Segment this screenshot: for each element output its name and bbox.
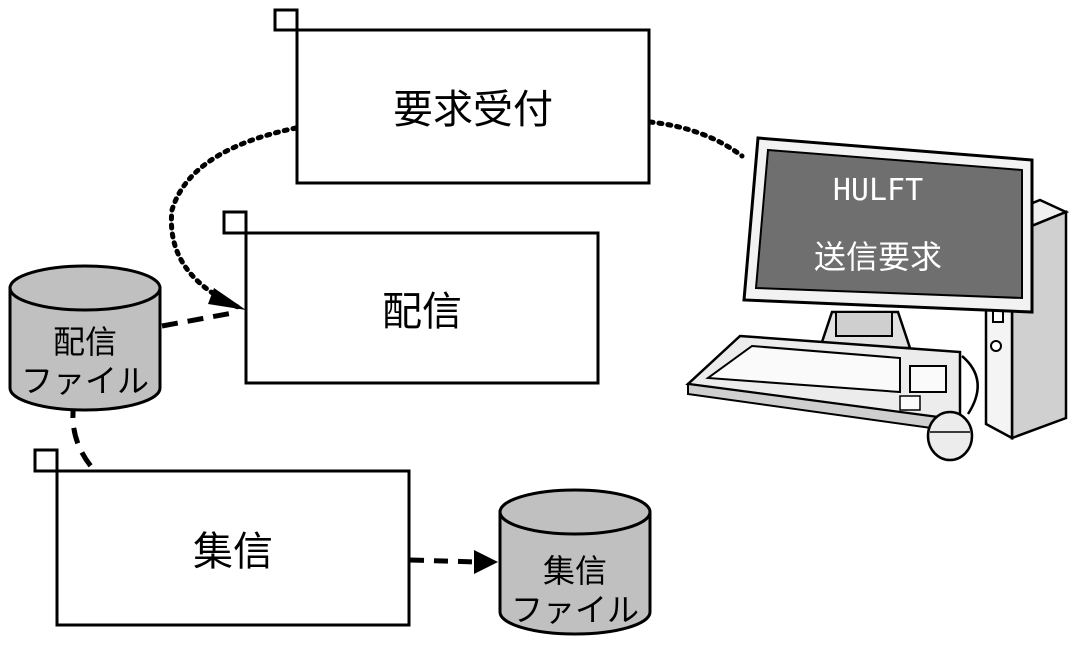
- mouse: [926, 355, 979, 462]
- screen-text-send-request: 送信要求: [814, 238, 942, 276]
- monitor-stand: [818, 310, 912, 350]
- request-box-label: 要求受付: [393, 87, 553, 133]
- request-box: 要求受付: [273, 8, 651, 185]
- receive-box-label: 集信: [193, 529, 273, 575]
- dashed-arrow-receive-to-receivefile: [409, 557, 479, 565]
- monitor-screen: [754, 148, 1023, 300]
- receive-box: 集信: [33, 448, 411, 627]
- receive-box-corner-square: [33, 448, 59, 473]
- send-box-label: 配信: [382, 289, 462, 335]
- dotted-arrow-request-to-send: [168, 125, 299, 311]
- dotted-connector-request-to-computer: [647, 119, 745, 159]
- receive-file-label-line1: 集信: [543, 552, 607, 590]
- arrowhead-request-to-send: [208, 288, 246, 310]
- monitor: HULFT 送信要求: [742, 136, 1034, 314]
- receive-file-drum: 集信 ファイル: [498, 488, 652, 636]
- desktop-computer-icon: HULFT 送信要求: [685, 136, 1070, 462]
- send-file-drum: 配信 ファイル: [8, 264, 162, 412]
- send-box-corner-square: [222, 210, 248, 235]
- request-box-corner-square: [273, 8, 299, 32]
- keyboard: [685, 334, 962, 434]
- send-file-label-line1: 配信: [53, 323, 117, 361]
- send-file-label-line2: ファイル: [21, 362, 149, 400]
- dashed-arrow-sendfile-to-send: [161, 309, 239, 329]
- receive-file-label-line2: ファイル: [511, 591, 639, 629]
- screen-text-hulft: HULFT: [833, 173, 923, 208]
- send-box: 配信: [222, 210, 600, 385]
- arrowhead-receive-to-receivefile: [474, 550, 498, 574]
- dashed-connector-sendfile-to-receive: [70, 401, 96, 472]
